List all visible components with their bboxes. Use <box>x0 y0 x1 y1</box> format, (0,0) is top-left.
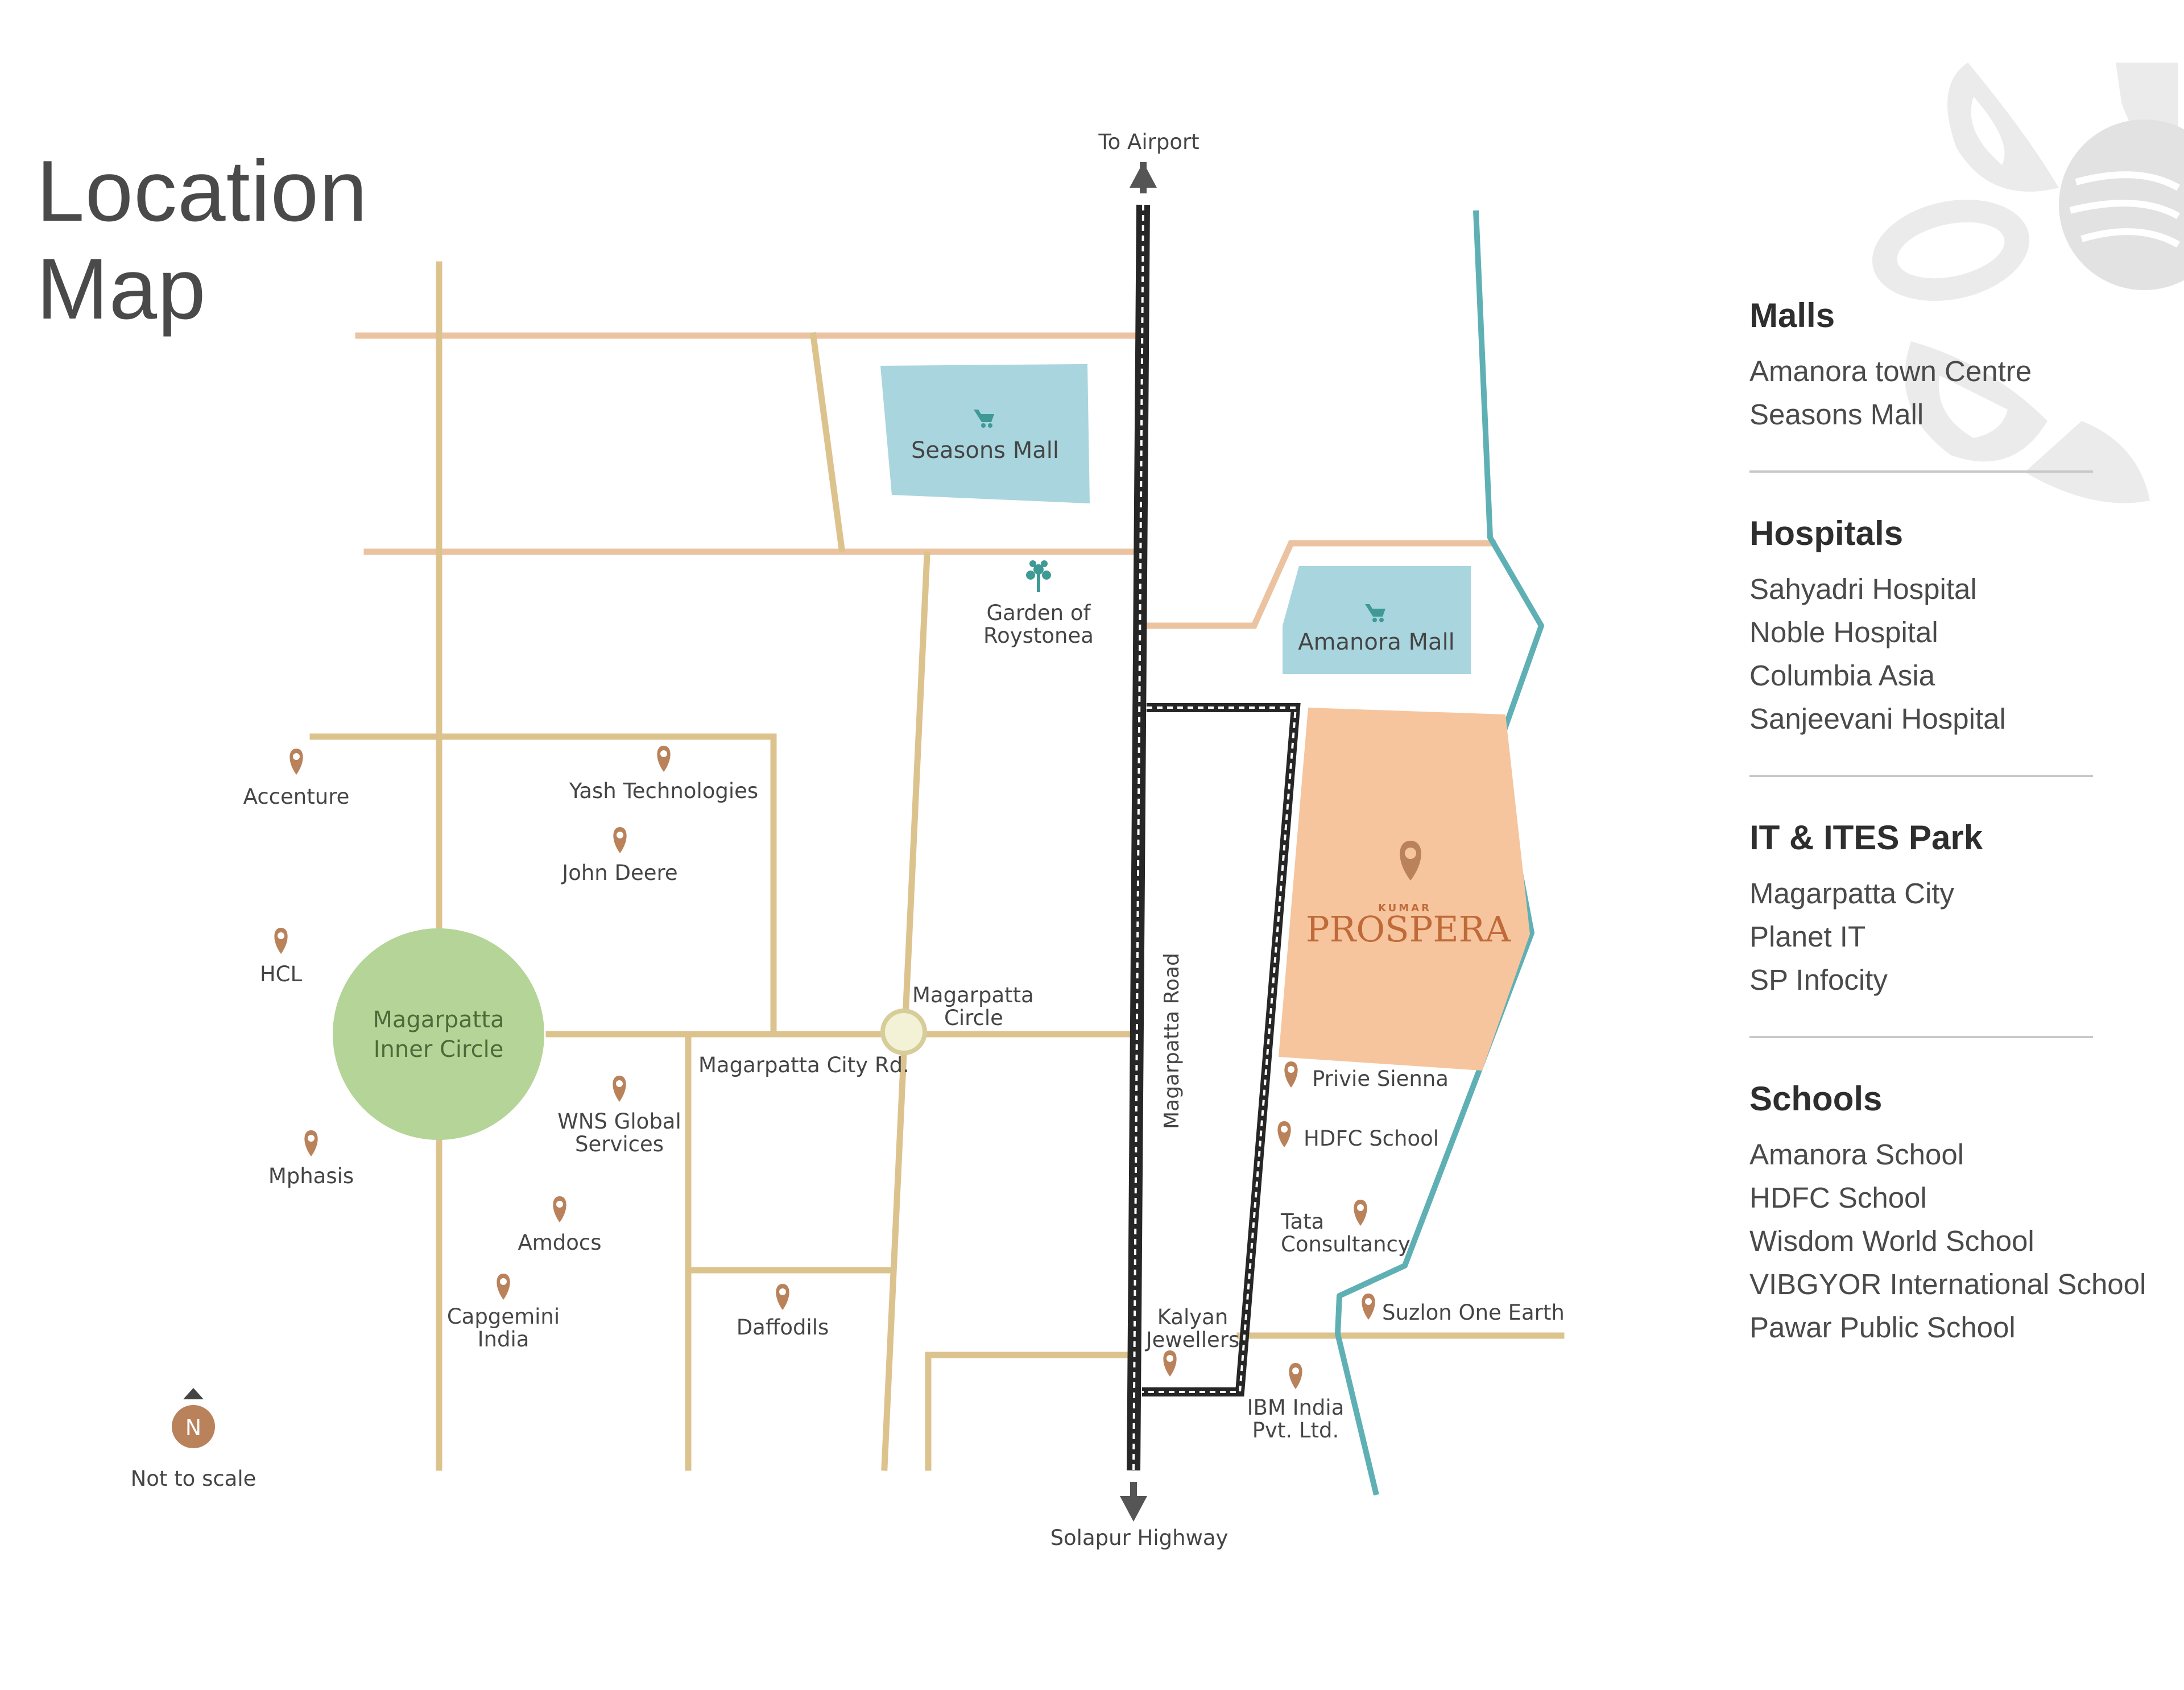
road-south-east <box>925 1352 1131 1471</box>
seasons-mall-label: Seasons Mall <box>911 437 1059 464</box>
landmark-label-hcl: HCL <box>260 962 303 986</box>
tree-icon <box>1026 560 1051 592</box>
legend-item: Seasons Mall <box>1749 398 1924 431</box>
location-pin-icon <box>1284 1061 1298 1088</box>
legend-item: Amanora town Centre <box>1749 355 2032 387</box>
river <box>1335 210 1544 1496</box>
landmark-label-privie: Privie Sienna <box>1312 1067 1449 1091</box>
legend-it-parks: IT & ITES Park Magarpatta City Planet IT… <box>1749 818 2102 1002</box>
magarpatta-road-label: Magarpatta Road <box>1160 953 1184 1129</box>
road-seasons-diagonal <box>809 332 846 553</box>
location-pin-icon <box>1277 1121 1291 1147</box>
legend-heading-malls: Malls <box>1749 296 1835 334</box>
location-pin-icon <box>553 1196 566 1222</box>
location-pin-icon <box>274 928 288 954</box>
cart-icon <box>974 410 994 428</box>
legend: Malls Amanora town Centre Seasons Mall H… <box>1749 296 2146 1349</box>
amanora-mall-label: Amanora Mall <box>1298 629 1455 655</box>
legend-heading-hospitals: Hospitals <box>1749 514 1904 552</box>
legend-malls: Malls Amanora town Centre Seasons Mall <box>1749 296 2102 436</box>
location-pin-icon <box>1289 1363 1302 1389</box>
location-pin-icon <box>613 827 627 853</box>
north-indicator: N <box>172 1388 215 1448</box>
magarpatta-circle-marker <box>880 1009 927 1055</box>
road-daffodils <box>685 1031 894 1471</box>
to-airport-label: To Airport <box>1098 130 1199 154</box>
landmark-label-yash: Yash Technologies <box>569 779 758 803</box>
project-name-label: PROSPERA <box>1306 908 1511 950</box>
project-boundary <box>1142 703 1301 1396</box>
location-pin-icon <box>1362 1294 1375 1320</box>
solapur-highway-label: Solapur Highway <box>1050 1526 1228 1550</box>
not-to-scale-label: Not to scale <box>131 1466 257 1491</box>
landmark-label-amdocs: Amdocs <box>518 1230 601 1255</box>
location-pin-icon <box>1163 1350 1177 1377</box>
legend-divider <box>1749 775 2093 777</box>
legend-item: SP Infocity <box>1749 964 1888 996</box>
location-pin-icon <box>304 1130 318 1156</box>
landmark-label-daffodils: Daffodils <box>737 1315 829 1340</box>
legend-item: Sanjeevani Hospital <box>1749 703 2006 735</box>
landmark-label-john-deere: John Deere <box>561 861 677 885</box>
legend-item: Wisdom World School <box>1749 1225 2034 1257</box>
road-amanora-link <box>1145 540 1496 629</box>
title-line-2: Map <box>36 241 206 337</box>
legend-schools: Schools Amanora School HDFC School Wisdo… <box>1749 1079 2146 1349</box>
magarpatta-inner-circle <box>333 928 544 1140</box>
legend-hospitals: Hospitals Sahyadri Hospital Noble Hospit… <box>1749 514 2102 741</box>
svg-text:N: N <box>185 1415 201 1440</box>
location-pin-icon <box>289 749 303 775</box>
project-brand-label: KUMAR <box>1378 902 1432 914</box>
legend-item: Columbia Asia <box>1749 659 1935 692</box>
legend-item: Sahyadri Hospital <box>1749 573 1977 605</box>
cart-icon <box>1365 604 1385 622</box>
road-yash-loop <box>309 733 777 1038</box>
page-title: Location Map <box>36 142 368 338</box>
location-pin-icon <box>613 1076 626 1102</box>
magarpatta-city-rd-label: Magarpatta City Rd. <box>698 1053 909 1077</box>
legend-item: VIBGYOR International School <box>1749 1268 2146 1300</box>
landmark-label-hdfc: HDFC School <box>1304 1126 1439 1151</box>
legend-divider <box>1749 1036 2093 1038</box>
location-pin-icon <box>657 746 671 772</box>
legend-item: Noble Hospital <box>1749 616 1938 648</box>
legend-heading-it: IT & ITES Park <box>1749 819 1983 857</box>
project-area <box>1279 708 1530 1071</box>
landmark-label-suzlon: Suzlon One Earth <box>1382 1300 1565 1325</box>
legend-item: Amanora School <box>1749 1138 1964 1171</box>
title-line-1: Location <box>36 143 368 239</box>
legend-divider <box>1749 470 2093 473</box>
landmark-label-mphasis: Mphasis <box>268 1164 354 1188</box>
legend-item: Pawar Public School <box>1749 1311 2016 1344</box>
location-pin-icon <box>497 1274 510 1300</box>
legend-item: Magarpatta City <box>1749 877 1954 910</box>
highway <box>1120 162 1157 1522</box>
location-pin-icon <box>776 1284 789 1310</box>
legend-heading-schools: Schools <box>1749 1080 1883 1118</box>
legend-item: HDFC School <box>1749 1181 1927 1214</box>
project-location-pin <box>1400 841 1421 881</box>
seasons-mall-area <box>880 364 1090 503</box>
legend-item: Planet IT <box>1749 920 1866 953</box>
location-pin-icon <box>1354 1200 1367 1226</box>
landmark-label-accenture: Accenture <box>243 784 350 809</box>
